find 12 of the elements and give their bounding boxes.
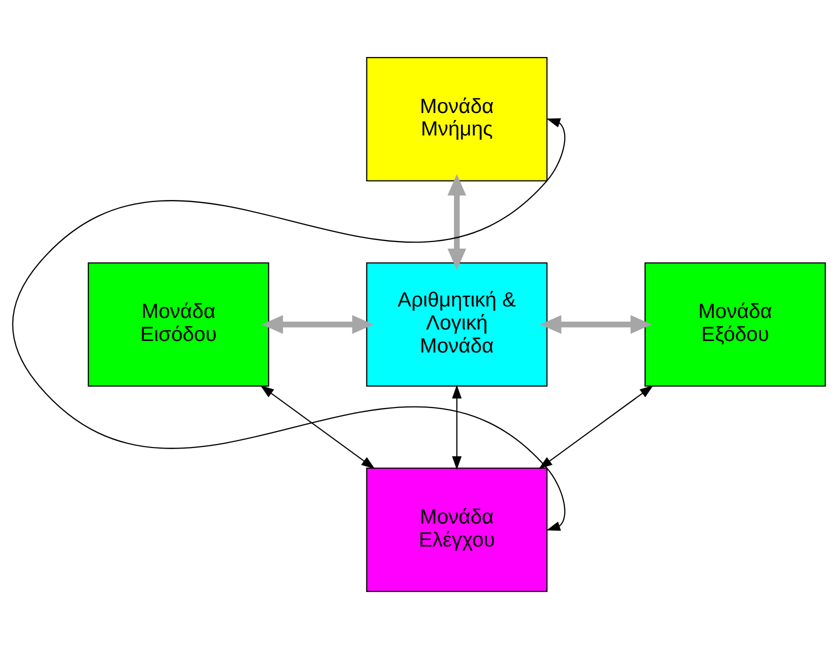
arrow	[262, 314, 374, 334]
arrow	[538, 384, 654, 469]
node-box: Μονάδα Εξόδου	[644, 262, 826, 386]
arrow	[260, 384, 376, 469]
node-box: Μονάδα Ελέγχου	[366, 467, 548, 592]
arrow	[452, 384, 462, 470]
arrow	[12, 118, 566, 530]
node-box: Μονάδα Εισόδου	[88, 262, 270, 386]
node-box: Μονάδα Μνήμης	[366, 56, 548, 181]
arrow	[448, 174, 466, 270]
arrow	[540, 314, 652, 334]
node-box: Αριθμητική & Λογική Μονάδα	[366, 262, 548, 386]
